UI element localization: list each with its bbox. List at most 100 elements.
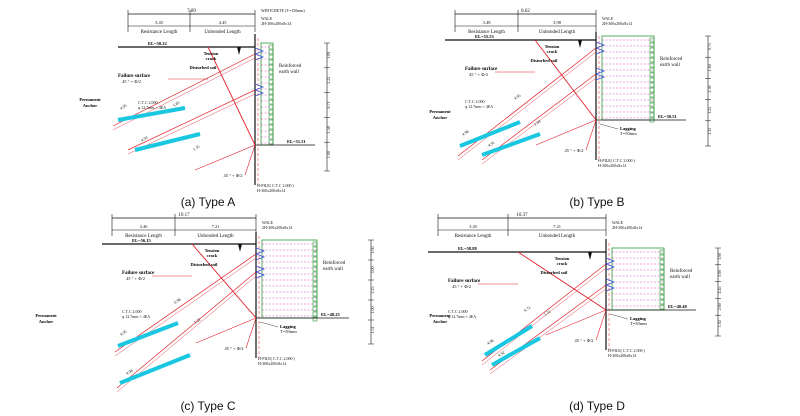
wall-block (649, 72, 655, 78)
wall-block (312, 281, 318, 287)
anchor-grout-body-2 (491, 336, 541, 367)
anchor-outline-2 (116, 275, 257, 393)
permanent-label: Permanent (429, 313, 451, 318)
elevation-bottom: EL=51.51 (287, 139, 306, 144)
anchor-spec-ctc: C.T.C 2.000 (465, 99, 484, 104)
wall-block (649, 87, 655, 93)
failure-angle-ray (545, 309, 607, 336)
elevation-top: EL=58.88 (458, 246, 477, 251)
vertical-dimension-value-4: 1.00 (370, 307, 375, 314)
pile-spec-bottom: H-300x200x8x14 (258, 361, 286, 366)
lagging-label: Lagging (280, 324, 297, 329)
unbonded-length-label: Unbonded Length (539, 30, 576, 35)
wall-block (659, 294, 665, 300)
elevation-top: EL=56.15 (132, 238, 151, 243)
wall-block (312, 251, 318, 257)
wall-block (659, 289, 665, 295)
vertical-dimension-value-5: 1.32 (707, 128, 712, 135)
wall-block (659, 264, 665, 270)
pile-spec-top: H-PILE( C.T.C 2.000 ) (257, 183, 294, 188)
anchor-free-length-2 (481, 73, 597, 161)
lagging-pointer (259, 321, 279, 328)
unbonded-length-label: Unbonded Length (539, 234, 576, 239)
vertical-dimension-value-4: 1.25 (707, 107, 712, 114)
failure-surface-label: Failure surface (465, 67, 498, 72)
wall-block (268, 89, 274, 95)
anchor-grout-body-1 (117, 321, 179, 348)
wall-block (312, 276, 318, 282)
lagging-thickness: T=50mm (280, 329, 297, 334)
tension-crack-mark (578, 40, 582, 48)
vertical-dimension-value-2: 2.22 (326, 77, 331, 84)
elevation-top: EL=55.53 (475, 34, 494, 39)
lagging-label: Lagging (620, 126, 637, 131)
disturbed-soil-label: Disturbed soil (531, 58, 559, 63)
vertical-dimension-value-1: 0.75 (707, 43, 712, 50)
dimension-resist-value: 3.45 (469, 224, 478, 229)
wall-block (649, 107, 655, 113)
wall-block (312, 266, 318, 272)
wall-block (649, 37, 655, 43)
wall-block (312, 246, 318, 252)
wall-block (268, 134, 274, 140)
disturbed-soil-label: Disturbed soil (191, 262, 219, 267)
wall-block (312, 291, 318, 297)
failure-angle-ray (195, 317, 257, 344)
vertical-dimension-value-3: 4.45 (717, 287, 722, 294)
failure-angle-ray (244, 144, 256, 176)
caption-d: (d) Type D (569, 399, 625, 413)
wall-block (268, 119, 274, 125)
wall-block (268, 84, 274, 90)
wall-block (268, 129, 274, 135)
wall-block (659, 299, 665, 305)
wall-block (312, 241, 318, 247)
wall-block (268, 124, 274, 130)
anchor-grout-body-1 (459, 120, 521, 148)
anchor-spec-strand: φ 12.7mm × 4EA (138, 105, 166, 110)
anchor-label: Anchor (433, 115, 448, 120)
anchor-bond-length-1: 4.95 (119, 329, 128, 337)
wall-block (312, 306, 318, 312)
dimension-total-value: 7.89 (187, 9, 196, 14)
pile-spec-top: H-PILE( C.T.C 2.000 ) (598, 158, 635, 163)
dimension-unbond-value: 3.98 (553, 20, 562, 25)
crack-label: crack (207, 253, 218, 258)
reinforced-earth-wall (261, 239, 318, 319)
lower-angle-label: 45 ° + Φ/2 (564, 148, 583, 153)
vertical-dimension-value-5: 1.51 (370, 327, 375, 334)
permanent-label: Permanent (429, 109, 451, 114)
failure-angle-label: 45 ° + Φ/2 (122, 79, 141, 84)
dimension-total-value: 10.37 (516, 213, 528, 218)
anchor-spec-strand: φ 12.7mm × 4EA (122, 314, 150, 319)
wall-block (312, 256, 318, 262)
wall-block (268, 64, 274, 70)
failure-surface (534, 39, 597, 121)
earth-wall-label: earth wall (323, 267, 343, 272)
caption-a: (a) Type A (181, 195, 235, 209)
anchor-free-length-1 (112, 53, 256, 127)
failure-angle-ray (194, 144, 256, 171)
failure-angle-ray (535, 119, 597, 146)
earth-wall-label: earth wall (670, 275, 690, 280)
vertical-dimension-value-1: 1.00 (717, 253, 722, 260)
anchor-spec-strand: φ 12.7mm × 4EA (465, 104, 493, 109)
reinforced-earth-wall (611, 247, 665, 311)
anchor-free-length-value: 4.95 (513, 93, 522, 101)
wale-label: WALE (602, 16, 614, 21)
pile-spec-top: H-PILE( C.T.C 2.000 ) (258, 356, 295, 361)
failure-offset-value: 1.09 (533, 119, 542, 127)
resistance-length-label: Resistance Length (125, 234, 162, 239)
resistance-length-label: Resistance Length (455, 234, 492, 239)
anchor-free-length-value: 5.85 (172, 100, 181, 108)
wall-block (312, 271, 318, 277)
lagging-thickness: T=50mm (620, 131, 637, 136)
wall-block (268, 44, 274, 50)
wall-block (268, 54, 274, 60)
tension-crack-mark (238, 244, 242, 252)
anchor-outline-1 (457, 51, 597, 161)
wall-block (659, 274, 665, 280)
lower-angle-label: 45 ° + Φ/2 (574, 338, 593, 343)
vertical-dimension-value-5: 1.02 (717, 320, 722, 327)
